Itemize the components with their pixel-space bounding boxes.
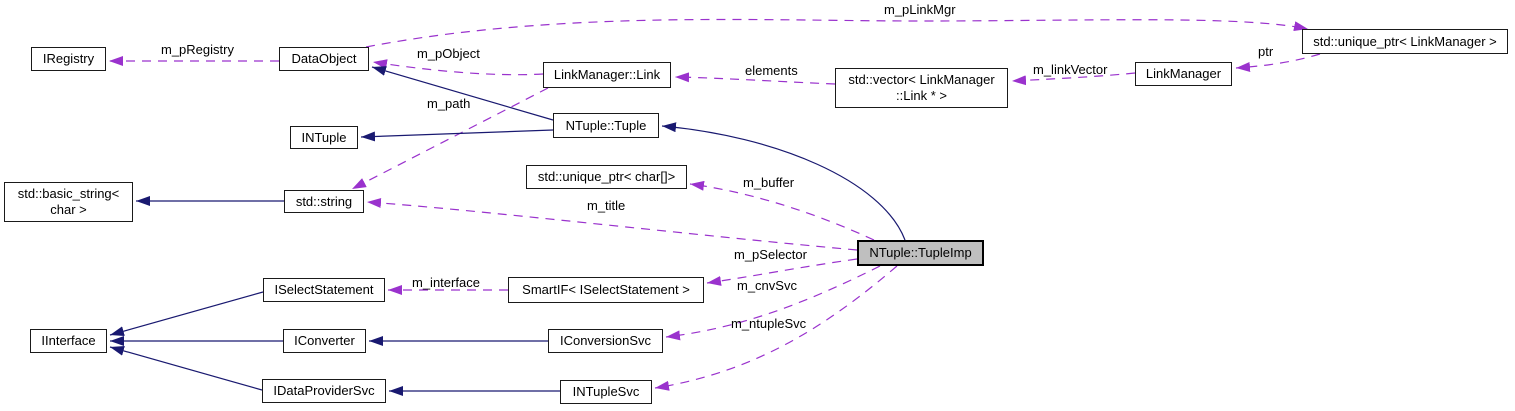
edge-label-m_buffer: m_buffer (743, 175, 795, 190)
node-smartif-iselectstatement[interactable]: SmartIF< ISelectStatement > (508, 277, 704, 303)
node-label: std::unique_ptr< char[]> (537, 169, 676, 185)
node-intuplesvc[interactable]: INTupleSvc (560, 380, 652, 404)
edge-m_path (351, 87, 549, 190)
edge-label-m_pLinkMgr: m_pLinkMgr (884, 2, 956, 17)
node-dataobject[interactable]: DataObject (279, 47, 369, 71)
node-iregistry[interactable]: IRegistry (31, 47, 106, 71)
edge-label-ptr: ptr (1258, 44, 1274, 59)
node-std-basic-string-char[interactable]: std::basic_string< char > (4, 182, 133, 222)
edge-label-m_pRegistry: m_pRegistry (161, 42, 234, 57)
edge-idataprovidersvc-iinterface (109, 345, 263, 391)
node-label: IDataProviderSvc (273, 383, 375, 399)
node-intuple[interactable]: INTuple (290, 126, 358, 149)
node-label: IConversionSvc (559, 333, 652, 349)
node-label: ISelectStatement (274, 282, 374, 298)
edge-label-m_pObject: m_pObject (417, 46, 480, 61)
edge-m_cnvSvc (665, 265, 881, 341)
node-label: IInterface (41, 333, 96, 349)
node-label: LinkManager (1145, 66, 1222, 82)
edge-m_pObject (372, 59, 544, 76)
node-label: DataObject (291, 51, 357, 67)
node-linkmanager[interactable]: LinkManager (1135, 62, 1232, 86)
edge-label-m_path: m_path (427, 96, 471, 111)
edge-elements (674, 72, 836, 85)
node-label: IRegistry (42, 51, 95, 67)
node-iselectstatement[interactable]: ISelectStatement (263, 278, 385, 302)
edge-tuple-intuple (360, 129, 554, 142)
edge-m_title (366, 197, 858, 251)
edge-label-m_linkVector: m_linkVector (1033, 62, 1108, 77)
node-label: NTuple::TupleImp (869, 245, 972, 261)
edge-tupleimp-tuple (661, 122, 906, 241)
node-idataprovidersvc[interactable]: IDataProviderSvc (262, 379, 386, 403)
node-iconversionsvc[interactable]: IConversionSvc (548, 329, 663, 353)
node-label: std::string (295, 193, 353, 209)
node-label: NTuple::Tuple (565, 117, 647, 133)
node-label: INTupleSvc (572, 384, 640, 400)
node-label: INTuple (301, 129, 347, 145)
edge-m_buffer (689, 180, 875, 241)
edge-m_pLinkMgr (365, 18, 1309, 48)
edge-m_pSelector (706, 258, 858, 286)
node-std-vector-linkmanager-link[interactable]: std::vector< LinkManager ::Link * > (835, 68, 1008, 108)
node-std-string[interactable]: std::string (284, 190, 364, 213)
edge-m_ntupleSvc (654, 265, 898, 391)
edge-label-m_interface: m_interface (412, 275, 480, 290)
edge-iselectstatement-iinterface (109, 291, 264, 337)
edge-label-m_pSelector: m_pSelector (734, 247, 807, 262)
node-label: std::basic_string< char > (17, 186, 120, 217)
node-std-unique-ptr-linkmanager[interactable]: std::unique_ptr< LinkManager > (1302, 29, 1508, 54)
edge-label-m_title: m_title (587, 198, 626, 213)
edge-label-m_cnvSvc: m_cnvSvc (737, 278, 797, 293)
node-label: std::vector< LinkManager ::Link * > (848, 72, 995, 103)
node-ntuple-tupleimp: NTuple::TupleImp (857, 240, 984, 266)
node-iconverter[interactable]: IConverter (283, 329, 366, 353)
node-label: IConverter (294, 333, 355, 349)
node-label: std::unique_ptr< LinkManager > (1313, 33, 1497, 49)
node-std-unique-ptr-char-array[interactable]: std::unique_ptr< char[]> (526, 165, 687, 189)
node-label: SmartIF< ISelectStatement > (522, 282, 690, 298)
node-label: LinkManager::Link (553, 67, 661, 83)
node-linkmanager-link[interactable]: LinkManager::Link (543, 62, 671, 88)
edge-label-m_ntupleSvc: m_ntupleSvc (731, 316, 807, 331)
node-iinterface[interactable]: IInterface (30, 329, 107, 353)
edge-ptr (1235, 53, 1321, 72)
edge-tuple-dataobject (371, 66, 554, 121)
node-ntuple-tuple[interactable]: NTuple::Tuple (553, 113, 659, 138)
edge-label-elements: elements (745, 63, 798, 78)
